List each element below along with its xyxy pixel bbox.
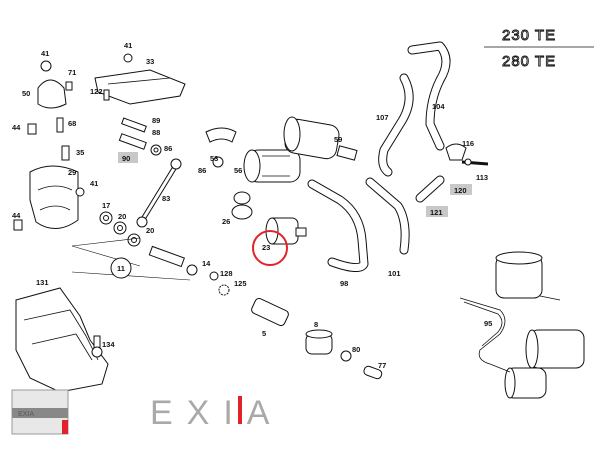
mounting-bracket-group [13,53,186,231]
label-101: 101 [388,269,401,278]
label-35: 35 [76,148,84,157]
label-20: 20 [118,212,126,221]
ring-86 [233,191,251,205]
label-88: 88 [152,128,160,137]
label-5: 5 [262,329,266,338]
watermark-text: EXIA [150,394,283,432]
label-68: 68 [68,119,76,128]
small-parts-8-80-77 [305,329,383,380]
label-59: 59 [334,135,342,144]
label-86: 86 [198,166,206,175]
highlight-circle [252,230,288,266]
label-90: 90 [122,154,130,163]
part-labels: 41 41 33 71 122 50 68 44 89 88 86 90 35 … [12,41,492,370]
hose-clamp-53 [205,127,237,168]
label-71: 71 [68,68,76,77]
label-33: 33 [146,57,154,66]
label-125: 125 [234,279,247,288]
label-53: 53 [210,154,218,163]
model-badge-230te: 230 TE [502,27,556,44]
nut-41-left [40,60,52,72]
model-badges: 230 TE 280 TE [484,27,594,70]
label-83: 83 [162,194,170,203]
label-29: 29 [68,168,76,177]
grey-label-boxes [118,152,472,217]
label-56: 56 [234,166,242,175]
washer-group [99,211,198,276]
grey-box-121 [426,206,448,217]
watermark-badge-text: EXIA [18,411,34,418]
label-77: 77 [378,361,386,370]
label-50: 50 [22,89,30,98]
label-116: 116 [462,139,474,148]
label-120: 120 [454,186,467,195]
label-104: 104 [432,102,445,111]
label-11: 11 [117,264,125,273]
heat-shield-131 [15,287,109,393]
label-20: 20 [146,226,154,235]
bolt-71 [65,81,73,91]
label-95: 95 [484,319,492,328]
label-80: 80 [352,345,360,354]
label-121: 121 [430,208,443,217]
bolt-89 [121,117,147,133]
clamp-50-shape [37,79,67,109]
label-128: 128 [220,269,233,278]
label-134: 134 [102,340,115,349]
sensor-5 [251,297,289,327]
bolt-88 [118,133,147,150]
sleeve-26 [231,204,253,220]
label-14: 14 [202,259,211,268]
label-98: 98 [340,279,348,288]
grey-box-120 [450,184,472,195]
bolt-group-88-89 [118,117,162,156]
label-44: 44 [12,123,21,132]
valve-35 [61,145,70,161]
holder-29-shape [29,165,79,229]
screw-122 [103,89,110,101]
fitting-14 [148,245,185,268]
damper-rod-83 [136,158,182,228]
fuel-filter-group [231,116,358,220]
label-89: 89 [152,116,160,125]
nut-41-top [123,53,133,63]
fuel-pump-group-95 [459,251,585,399]
watermark: EXIA EXIA [11,389,283,435]
label-131: 131 [36,278,49,287]
label-26: 26 [222,217,230,226]
label-41: 41 [41,49,49,58]
label-107: 107 [376,113,389,122]
label-122: 122 [90,87,103,96]
clamp-group-right [415,143,489,203]
callout-11 [71,237,191,281]
fuel-hoses [307,41,451,272]
nut-41-mid [75,187,85,197]
label-41: 41 [90,179,98,188]
small-parts-5-128-125 [209,271,289,327]
bolt-68 [56,117,64,133]
grey-box-90 [118,152,138,163]
label-44: 44 [12,211,21,220]
label-113: 113 [476,173,488,182]
label-23: 23 [262,243,270,252]
bolt-44-bottom [13,219,23,231]
label-17: 17 [102,201,110,210]
label-8: 8 [314,320,318,329]
label-41: 41 [124,41,132,50]
bolt-44-top [27,123,37,135]
fuel-pump-23 [252,217,307,266]
label-86: 86 [164,144,172,153]
model-badge-280te: 280 TE [502,53,556,70]
